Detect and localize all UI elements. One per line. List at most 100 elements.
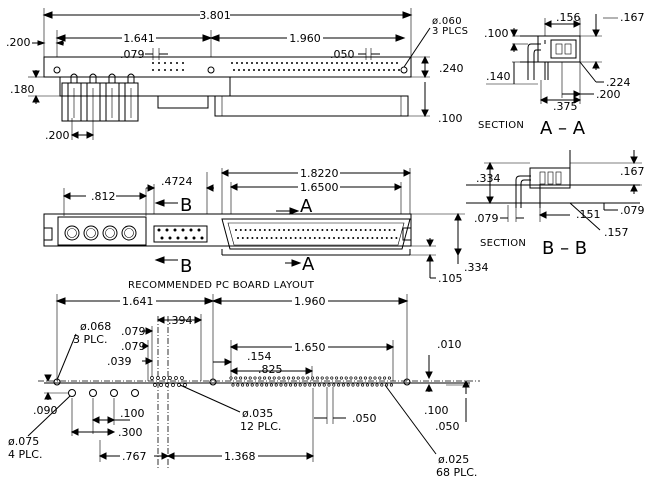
signal-pin-dot	[176, 236, 180, 240]
side-pin-dot	[341, 62, 343, 64]
dsub-pin-dot	[297, 229, 300, 231]
dsub-pin-dot	[366, 237, 369, 239]
side-pin-dot	[368, 69, 370, 71]
pcb-dim-right-stagger: .050	[435, 420, 460, 433]
dsub-pin-dot	[393, 229, 396, 231]
side-pin-dot	[243, 69, 245, 71]
section-a-label-word: SECTION	[478, 120, 524, 131]
dim-front-power-offset: .812	[91, 190, 116, 203]
dsub-pin-dot	[342, 237, 345, 239]
side-pin-dot	[296, 62, 298, 64]
dim-front-shell-drop: .105	[438, 272, 463, 285]
pcb-pin-hole	[378, 376, 382, 380]
pcb-pin-hole	[263, 376, 267, 380]
pcb-dim-half-pitch: .039	[107, 355, 132, 368]
callout-mount-hole-dia: ø.060	[432, 16, 462, 27]
dsub-pin-dot	[261, 237, 263, 239]
dsub-pin-dot	[244, 229, 247, 231]
dsub-pin-dot	[395, 237, 398, 239]
pcb-pin-hole	[234, 376, 238, 380]
signal-pin-dot	[189, 228, 193, 232]
pcb-signal-hole	[153, 383, 157, 387]
side-pin-dot	[256, 62, 258, 64]
pcb-pin-hole	[389, 383, 393, 387]
side-pin-dot	[393, 69, 395, 71]
side-pin-dot	[361, 62, 363, 64]
dsub-pin-dot	[388, 229, 391, 231]
pcb-pin-hole	[365, 383, 369, 387]
pcb-pin-hole	[231, 383, 235, 387]
pcb-pin-hole	[354, 376, 358, 380]
side-pin-dot	[378, 69, 380, 71]
dsub-pin-dot	[340, 229, 343, 231]
dsub-pin-dot	[328, 237, 331, 239]
pcb-pin-hole	[282, 376, 286, 380]
section-mark-a-bottom: A	[302, 254, 315, 275]
pcb-callout-035-dia: ø.035	[242, 407, 273, 420]
section-mark-a-top: A	[300, 196, 313, 217]
dsub-pin-dot	[347, 237, 350, 239]
pcb-pin-hole	[306, 376, 310, 380]
dim-a-top-offset: .100	[484, 27, 509, 40]
side-pin-dot	[283, 69, 285, 71]
dsub-pin-dot	[273, 229, 276, 231]
side-pin-dot	[343, 69, 345, 71]
dsub-pin-dot	[263, 229, 266, 231]
section-b-b-view: .167 .334 .079 .151 .079 .157 SECTION B …	[466, 150, 645, 259]
pcb-signal-hole	[183, 383, 187, 387]
pcb-pin-hole	[317, 383, 321, 387]
pcb-signal-hole	[150, 376, 154, 380]
dim-front-signal-offset: .4724	[161, 175, 193, 188]
side-pin-dot	[398, 69, 400, 71]
side-pin-dot	[263, 69, 265, 71]
dim-a-depth: .156	[556, 11, 581, 24]
dsub-pin-dot	[355, 229, 357, 231]
pcb-pin-hole	[289, 383, 293, 387]
side-pin-dot	[366, 62, 368, 64]
side-pin-dot	[356, 62, 358, 64]
pcb-pin-hole	[356, 383, 360, 387]
dim-a-bottom-offset: .140	[486, 70, 511, 83]
pcb-callout-035-qty: 12 PLC.	[240, 420, 281, 433]
dim-pin-pitch-a: .079	[120, 48, 145, 61]
dsub-pin-dot	[318, 237, 321, 239]
pcb-signal-hole	[159, 383, 163, 387]
side-pin-dot	[316, 62, 318, 64]
dsub-pin-dot	[289, 237, 292, 239]
dsub-pin-dot	[337, 237, 340, 239]
pcb-pin-hole	[387, 376, 391, 380]
pcb-dim-power-row-offset: .090	[33, 404, 58, 417]
pcb-pin-hole	[322, 383, 326, 387]
dsub-pin-dot	[374, 229, 377, 231]
dsub-pin-dot	[309, 237, 311, 239]
pcb-pin-hole	[291, 376, 295, 380]
dsub-pin-dot	[235, 229, 237, 231]
dim-a-overall-depth: .375	[553, 100, 578, 113]
pcb-pin-hole	[267, 376, 271, 380]
dsub-pin-dot	[239, 229, 242, 231]
pcb-pin-hole	[308, 383, 312, 387]
side-pin-dot	[318, 69, 320, 71]
side-pin-dot	[371, 62, 373, 64]
pcb-callout-068-qty: 3 PLC.	[73, 333, 107, 346]
side-pin-dot	[351, 62, 353, 64]
pcb-pin-hole	[346, 383, 350, 387]
side-pin-dot	[313, 69, 315, 71]
pcb-dim-shell-offset: .154	[247, 350, 272, 363]
power-pin-assemblies	[61, 73, 139, 122]
pcb-pin-hole	[241, 383, 245, 387]
dim-power-pin-pitch: .200	[45, 129, 70, 142]
side-pin-dot	[253, 69, 255, 71]
pcb-dim-signal-span: .394	[168, 314, 193, 327]
pcb-dim-pitch-a: .079	[121, 325, 146, 338]
pcb-pin-hole	[277, 376, 281, 380]
dim-a-row-offset: .200	[596, 88, 621, 101]
dsub-pin-dot	[280, 237, 283, 239]
pcb-layout-view: 1.641 1.960 .394 .079 .079 .039 ø.068 3 …	[8, 294, 480, 479]
dsub-pin-dot	[270, 237, 273, 239]
dsub-pin-dot	[311, 229, 314, 231]
dsub-pin-dot	[379, 229, 381, 231]
side-pin-dot	[376, 62, 378, 64]
dsub-pin-dot	[285, 237, 287, 239]
section-a-label-id: A – A	[540, 118, 586, 139]
